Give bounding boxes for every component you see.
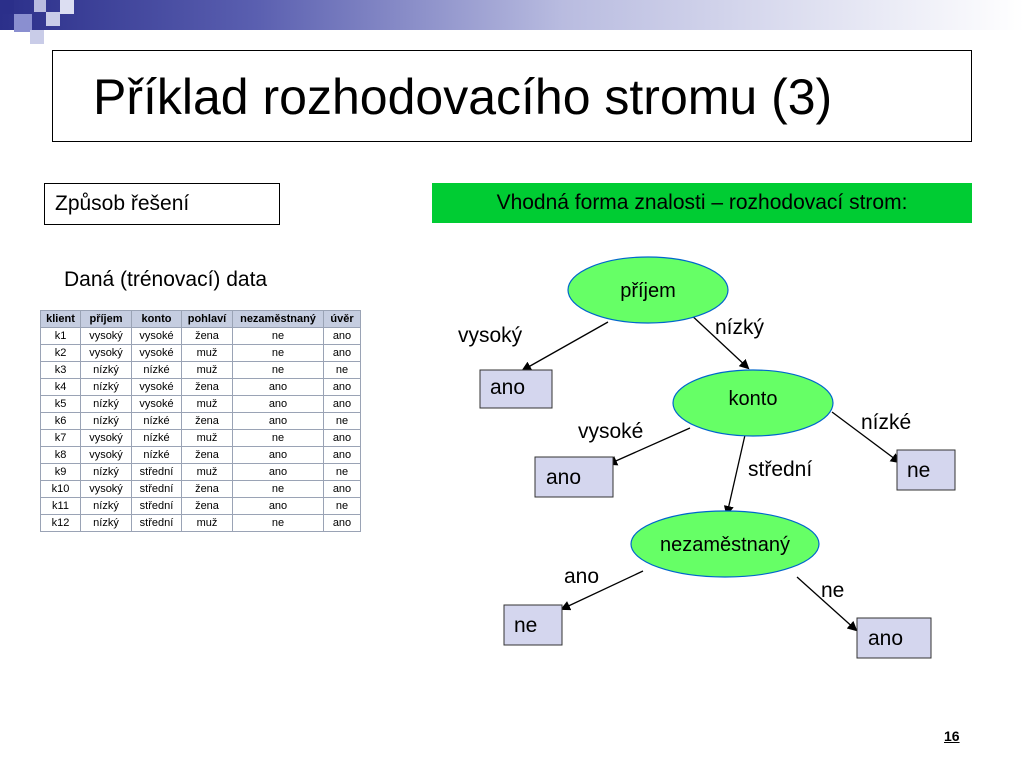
leaf-nez-right-label: ano (868, 627, 903, 650)
training-data-label: Daná (trénovací) data (64, 268, 268, 291)
node-nezamestnany (630, 510, 820, 578)
table-cell: ano (323, 395, 361, 413)
table-cell: nízký (80, 361, 132, 379)
leaf-nez-left-label: ne (514, 614, 537, 637)
leaf-konto-right (896, 449, 956, 491)
leaf-root-left-label: ano (490, 376, 525, 399)
table-cell: nízký (80, 514, 132, 532)
decor-square (0, 0, 14, 14)
table-cell: ne (323, 412, 361, 430)
header-cell: klient (40, 310, 81, 328)
decor-square (34, 0, 46, 12)
training-data-table: klient příjem konto pohlaví nezaměstnaný… (40, 310, 361, 532)
title-box: Příklad rozhodovacího stromu (3) (52, 50, 972, 142)
header-cell: příjem (80, 310, 132, 328)
leaf-root-left (479, 369, 553, 409)
edge-konto-right (831, 411, 901, 464)
decor-square (30, 30, 44, 44)
node-konto (672, 369, 834, 437)
table-cell: nízký (80, 395, 132, 413)
table-cell: střední (131, 480, 182, 498)
header-cell: úvěr (323, 310, 361, 328)
leaf-konto-right-label: ne (907, 459, 930, 482)
table-cell: žena (181, 412, 233, 430)
leaf-nez-right (856, 617, 932, 659)
edge-root-left (521, 321, 609, 371)
method-box: Způsob řešení (44, 183, 280, 225)
node-prijem-label: příjem (620, 280, 676, 302)
table-cell: nízký (80, 463, 132, 481)
edge-label-nez-right: ne (821, 579, 844, 602)
edge-konto-left (607, 427, 691, 466)
table-cell: vysoké (131, 378, 182, 396)
header-cell: pohlaví (181, 310, 233, 328)
knowledge-box: Vhodná forma znalosti – rozhodovací stro… (432, 183, 972, 223)
leaf-nez-left (503, 604, 563, 646)
edge-label-konto-mid: střední (748, 458, 812, 481)
edge-label-nez-left: ano (564, 565, 599, 588)
table-cell: nízké (131, 429, 182, 447)
table-cell: vysoký (80, 446, 132, 464)
edge-label-konto-right: nízké (861, 411, 911, 434)
table-cell: ano (323, 480, 361, 498)
edge-nez-right (796, 576, 858, 632)
table-cell: ano (232, 463, 324, 481)
edge-root-right (687, 311, 750, 370)
header-cell: konto (131, 310, 182, 328)
table-cell: ano (323, 446, 361, 464)
table-cell: střední (131, 463, 182, 481)
edge-label-root-left: vysoký (458, 324, 523, 347)
leaf-konto-left (534, 456, 614, 498)
table-cell: ano (323, 429, 361, 447)
table-cell: střední (131, 514, 182, 532)
table-cell: muž (181, 514, 233, 532)
table-cell: k12 (40, 514, 81, 532)
node-nezamestnany-label: nezaměstnaný (660, 534, 790, 556)
edge-nez-left (560, 570, 644, 611)
edge-label-root-right: nízký (715, 316, 765, 339)
table-cell: ne (232, 344, 324, 362)
decor-square (14, 14, 32, 32)
leaf-konto-left-label: ano (546, 466, 581, 489)
table-cell: vysoký (80, 429, 132, 447)
table-cell: žena (181, 378, 233, 396)
decor-square (46, 12, 60, 26)
table-cell: vysoké (131, 327, 182, 345)
edge-label-konto-left: vysoké (578, 420, 643, 443)
header-gradient-band (0, 0, 1024, 30)
table-header-row: klient příjem konto pohlaví nezaměstnaný… (40, 310, 361, 328)
edge-konto-mid (723, 434, 746, 516)
table-cell: žena (181, 497, 233, 515)
table-cell: nízké (131, 446, 182, 464)
node-konto-label: konto (729, 388, 778, 410)
page-number: 16 (944, 728, 960, 744)
table-cell: ne (232, 514, 324, 532)
decor-square (60, 0, 74, 14)
node-prijem (567, 256, 729, 324)
slide-title: Příklad rozhodovacího stromu (3) (93, 69, 833, 125)
table-cell: ano (323, 514, 361, 532)
table-cell: nízké (131, 412, 182, 430)
table-cell: vysoký (80, 480, 132, 498)
